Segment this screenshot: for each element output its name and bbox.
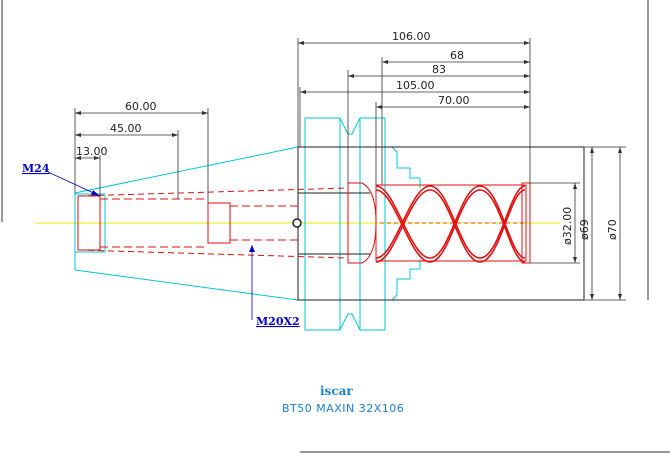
dim-dia-69: ø69 xyxy=(578,219,591,240)
dim-105: 105.00 xyxy=(396,79,435,92)
dim-83: 83 xyxy=(432,63,446,76)
callout-m20x2: M20X2 xyxy=(256,315,300,328)
dim-70-length: 70.00 xyxy=(438,94,470,107)
tool-body-outline xyxy=(74,117,421,331)
brand-logo: iscar xyxy=(320,384,353,398)
gauge-point-marker xyxy=(292,218,302,228)
right-dimensions xyxy=(530,146,626,301)
dim-13: 13.00 xyxy=(76,145,108,158)
dim-dia-32: ø32.00 xyxy=(561,207,574,245)
dim-106: 106.00 xyxy=(392,30,431,43)
callout-m24: M24 xyxy=(22,162,50,175)
internal-bore xyxy=(77,182,531,264)
m24-leader xyxy=(47,171,101,197)
dim-45: 45.00 xyxy=(110,122,142,135)
model-caption: BT50 MAXIN 32X106 xyxy=(282,402,404,415)
m20x2-arrowhead xyxy=(249,245,255,252)
top-dimensions xyxy=(74,38,531,203)
spring-coils xyxy=(375,185,526,263)
dim-dia-70: ø70 xyxy=(606,219,619,240)
dim-68: 68 xyxy=(450,49,464,62)
m24-arrowhead xyxy=(91,190,100,196)
dim-60: 60.00 xyxy=(125,100,157,113)
